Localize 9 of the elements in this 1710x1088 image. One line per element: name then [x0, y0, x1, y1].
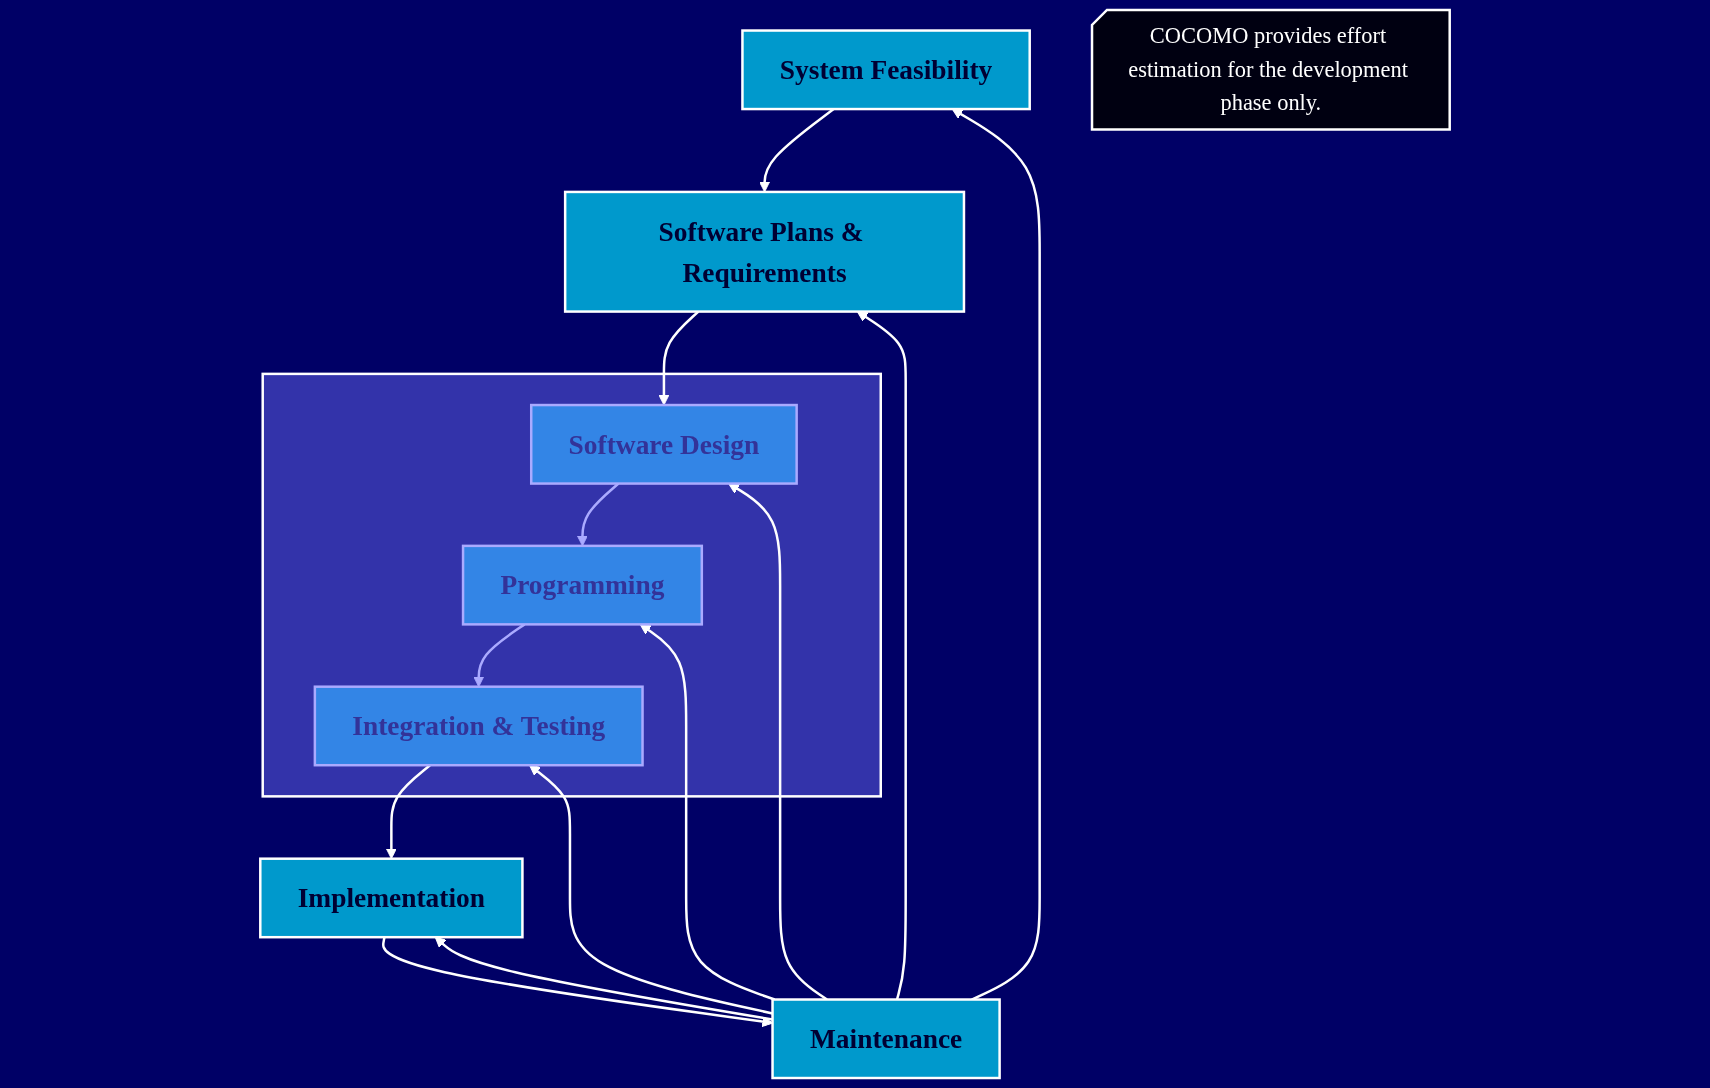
node-box: Integration & Testing [313, 685, 644, 767]
node-box: Software Plans & Requirements [563, 190, 966, 313]
cluster [261, 372, 882, 798]
arrow [856, 311, 907, 1000]
node-box: Programming [461, 544, 704, 626]
node-box: Implementation [259, 857, 524, 939]
node-box: Software Design [529, 403, 798, 485]
node-box: System Feasibility [741, 29, 1031, 111]
node-box: Maintenance [771, 998, 1001, 1080]
